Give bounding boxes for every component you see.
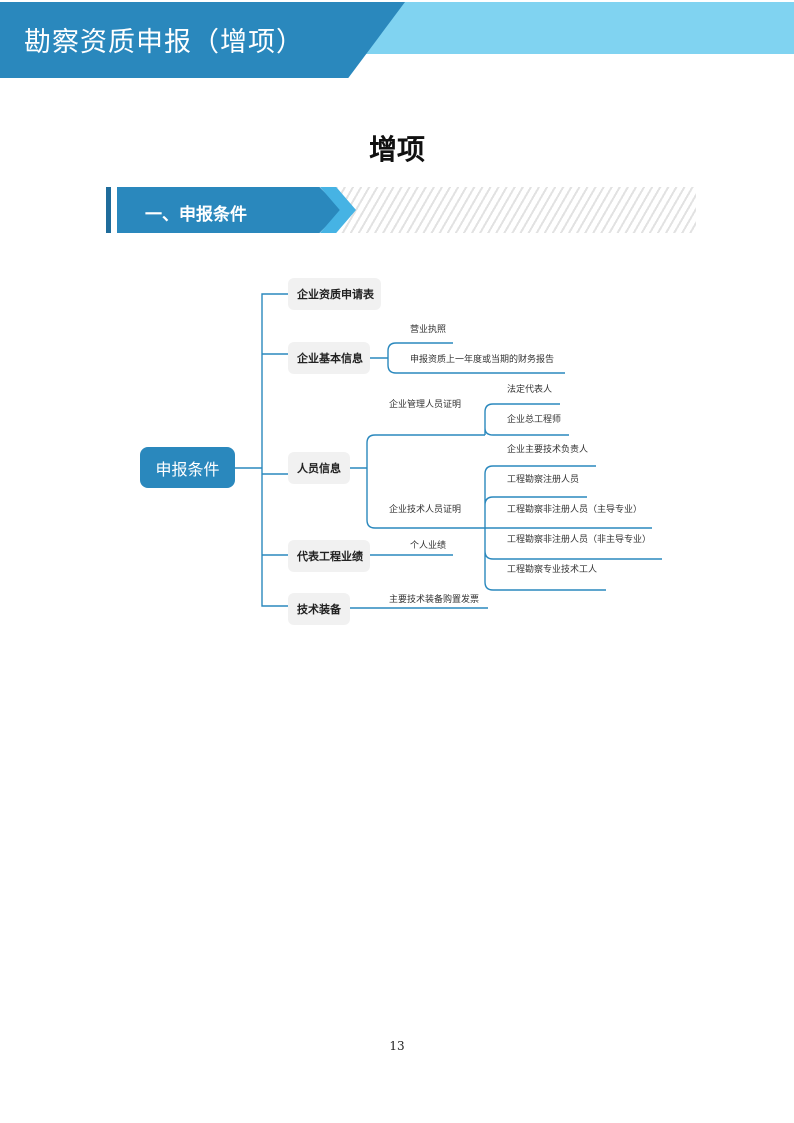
group-management-proof: 企业管理人员证明 [389, 400, 462, 410]
page-number: 13 [389, 1039, 405, 1053]
node-personnel: 人员信息 [288, 452, 350, 484]
leaf-unregistered-nonmain: 工程勘察非注册人员（非主导专业） [507, 535, 652, 545]
header-banner [0, 2, 405, 78]
node-equipment: 技术装备 [288, 593, 350, 625]
leaf-chief-engineer: 企业总工程师 [507, 415, 562, 425]
node-performance: 代表工程业绩 [288, 540, 370, 572]
node-application-form: 企业资质申请表 [288, 278, 381, 310]
mindmap-root: 申报条件 [140, 447, 235, 488]
leaf-equipment-invoice: 主要技术装备购置发票 [389, 595, 480, 605]
group-technical-proof: 企业技术人员证明 [389, 505, 462, 515]
section-bar-accent [106, 187, 111, 233]
section-heading-box [117, 187, 342, 233]
leaf-unregistered-main: 工程勘察非注册人员（主导专业） [507, 505, 643, 515]
section-hatch-decoration [330, 187, 696, 233]
leaf-business-license: 营业执照 [410, 325, 447, 335]
leaf-tech-lead: 企业主要技术负责人 [507, 445, 589, 455]
header-title: 勘察资质申报（增项） [24, 27, 304, 58]
leaf-tech-workers: 工程勘察专业技术工人 [507, 565, 598, 575]
section-title: 一、申报条件 [145, 205, 247, 225]
leaf-personal-performance: 个人业绩 [410, 541, 447, 551]
leaf-legal-rep: 法定代表人 [507, 385, 553, 395]
header-banner-light [340, 2, 794, 54]
leaf-registered-staff: 工程勘察注册人员 [507, 475, 580, 485]
page-title: 增项 [368, 133, 425, 166]
node-basic-info: 企业基本信息 [288, 342, 370, 374]
leaf-financial-report: 申报资质上一年度或当期的财务报告 [410, 355, 555, 365]
